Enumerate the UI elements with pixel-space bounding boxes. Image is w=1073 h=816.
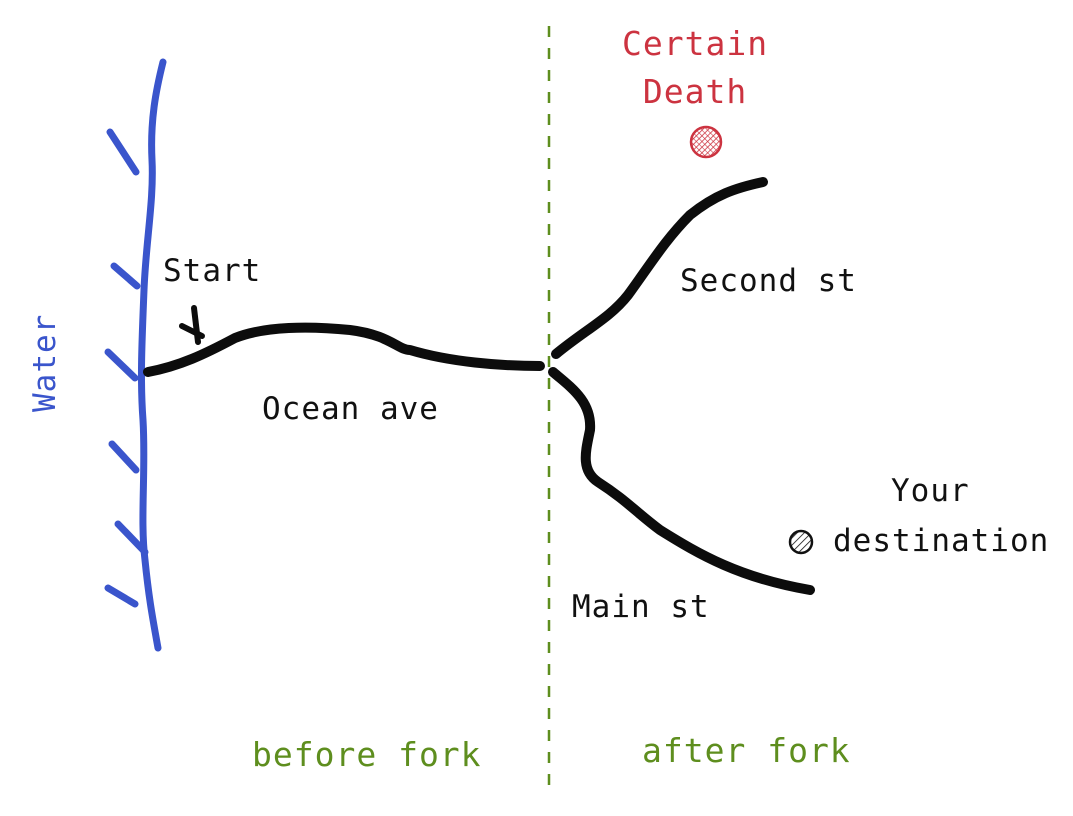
zone-label-before-fork: before fork <box>252 735 482 774</box>
shoreline-tick <box>114 520 149 556</box>
certain-death-line-2: Death <box>642 72 748 111</box>
certain-death-label: Certain Death <box>622 20 768 116</box>
road-second-st <box>551 177 768 359</box>
destination-line-1: Your <box>891 473 970 509</box>
street-label-second-st: Second st <box>680 263 857 299</box>
shoreline-icon <box>104 58 167 652</box>
road-ocean-ave <box>143 322 545 377</box>
hatched-red-circle-icon <box>689 125 723 159</box>
shoreline-tick <box>104 584 139 608</box>
destination-label: Your destination <box>833 466 1049 566</box>
water-label: Water <box>27 313 63 412</box>
hatched-circle-icon <box>788 529 814 555</box>
start-label: Start <box>163 253 262 289</box>
destination-line-2: destination <box>833 523 1050 559</box>
x-marker-icon <box>179 305 205 345</box>
street-label-ocean-ave: Ocean ave <box>262 391 439 427</box>
shoreline-tick <box>106 128 140 176</box>
shoreline <box>137 58 167 652</box>
street-label-main-st: Main st <box>572 589 710 625</box>
shoreline-tick <box>108 440 140 474</box>
zone-label-after-fork: after fork <box>642 731 851 770</box>
road-main-st <box>548 367 815 595</box>
shoreline-tick <box>104 348 139 382</box>
certain-death-line-1: Certain <box>622 24 769 63</box>
shoreline-tick <box>110 262 141 290</box>
